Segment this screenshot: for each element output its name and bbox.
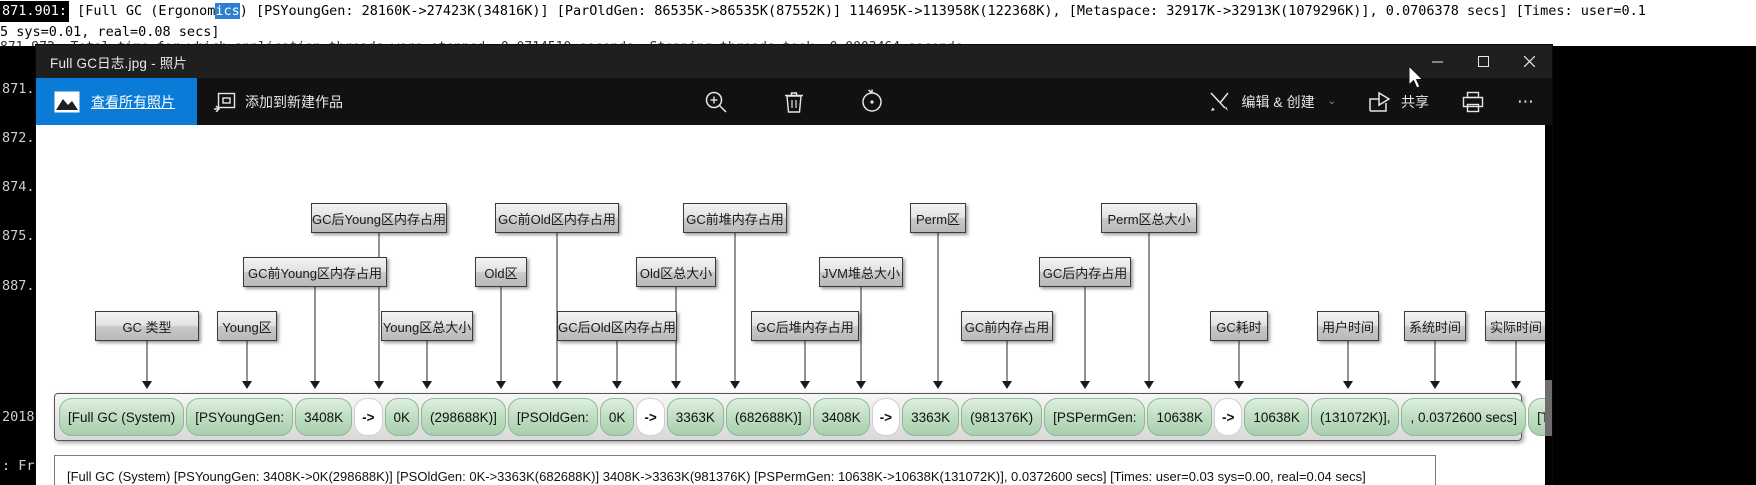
vertical-scrollbar[interactable]	[1545, 125, 1552, 485]
log-token: 10638K	[1244, 398, 1309, 436]
full-log-text-box: [Full GC (System) [PSYoungGen: 3408K->0K…	[54, 455, 1436, 485]
add-to-new-creation-label: 添加到新建作品	[245, 93, 343, 110]
edit-and-create-label: 编辑 & 创建	[1241, 93, 1315, 110]
diagram-label: Perm区总大小	[1101, 203, 1197, 233]
log-token: (298688K)]	[421, 398, 506, 436]
console-gutter-line: 2018	[2, 408, 35, 425]
log-token: 3363K	[666, 398, 724, 436]
console-gutter-line: 872.	[2, 130, 35, 147]
photos-window: Full GC日志.jpg - 照片 查看所有照片	[36, 45, 1552, 485]
log-token: 3408K	[295, 398, 353, 436]
toolbar-right-group: 编辑 & 创建 ⌄ 共享	[1192, 78, 1552, 125]
log-token: ->	[636, 398, 665, 436]
diagram-label: GC前Old区内存占用	[495, 203, 619, 233]
console-log-line-number: 871.901:	[0, 1, 70, 22]
photo-collection-icon	[54, 91, 80, 113]
edit-create-icon	[1208, 90, 1232, 114]
diagram-label: Old区总大小	[636, 257, 716, 287]
toolbar-center-tools	[36, 78, 1552, 125]
zoom-icon[interactable]	[696, 82, 736, 122]
rotate-icon[interactable]	[852, 82, 892, 122]
log-token: [PSYoungGen:	[186, 398, 294, 436]
photos-toolbar: 查看所有照片 添加到新建作品	[36, 78, 1552, 125]
diagram-label: 实际时间	[1485, 311, 1547, 341]
log-token: [PSOldGen:	[507, 398, 598, 436]
console-selection: ics	[215, 3, 240, 19]
log-token: ->	[1214, 398, 1243, 436]
diagram-label: GC耗时	[1210, 311, 1268, 341]
window-title: Full GC日志.jpg - 照片	[50, 55, 188, 71]
diagram-label: GC前堆内存占用	[683, 203, 787, 233]
log-token: 3363K	[902, 398, 960, 436]
diagram-label: GC 类型	[95, 311, 199, 341]
view-all-photos-label: 查看所有照片	[91, 93, 175, 110]
diagram-label: JVM堆总大小	[819, 257, 903, 287]
diagram-label: GC后Old区内存占用	[557, 311, 677, 341]
log-token: (131072K)],	[1310, 398, 1400, 436]
diagram-label: Young区	[217, 311, 277, 341]
share-label: 共享	[1401, 93, 1429, 110]
console-gutter-line: 871.	[2, 80, 35, 97]
more-options-button[interactable]: ⋯	[1501, 78, 1552, 125]
diagram-label: GC后Young区内存占用	[311, 203, 447, 233]
console-gutter-line: 887.	[2, 277, 35, 294]
maximize-icon	[1477, 56, 1489, 67]
photo-canvas: GC后Young区内存占用 GC前Old区内存占用 GC前堆内存占用 Perm区 Per…	[36, 125, 1552, 485]
console-top-log: 871.901: [Full GC (Ergonomics) [PSYoungG…	[0, 0, 1756, 46]
console-gutter-line: : Fr	[2, 457, 35, 474]
diagram-label: Old区	[475, 257, 527, 287]
add-to-creation-icon	[213, 91, 236, 112]
print-button[interactable]	[1445, 78, 1501, 125]
log-token: ->	[354, 398, 383, 436]
full-log-text: [Full GC (System) [PSYoungGen: 3408K->0K…	[67, 468, 1366, 484]
token-strip: [Full GC (System)[PSYoungGen:3408K->0K(2…	[54, 393, 1552, 441]
diagram-label: GC前内存占用	[961, 311, 1053, 341]
log-token: , 0.0372600 secs]	[1401, 398, 1527, 436]
minimize-icon	[1431, 61, 1443, 63]
diagram-label: GC后内存占用	[1039, 257, 1131, 287]
log-token: 3408K	[812, 398, 870, 436]
log-token: [PSPermGen:	[1044, 398, 1146, 436]
trash-icon[interactable]	[774, 82, 814, 122]
console-gutter-line: 874.	[2, 179, 35, 196]
diagram-label: GC前Young区内存占用	[243, 257, 387, 287]
minimize-button[interactable]	[1414, 45, 1460, 78]
console-gutter-line: 875.	[2, 228, 35, 245]
log-token: 0K	[599, 398, 635, 436]
log-token: 0K	[384, 398, 420, 436]
view-all-photos-button[interactable]: 查看所有照片	[36, 78, 197, 125]
scrollbar-thumb[interactable]	[1545, 380, 1552, 436]
log-token: (981376K)	[961, 398, 1043, 436]
chevron-down-icon: ⌄	[1327, 96, 1336, 107]
share-icon	[1368, 91, 1392, 113]
window-controls	[1414, 45, 1552, 78]
log-token: (682688K)]	[725, 398, 811, 436]
add-to-new-creation-button[interactable]: 添加到新建作品	[197, 78, 359, 125]
console-log-line-wrap: 5 sys=0.01, real=0.08 secs]	[0, 24, 220, 40]
diagram-label: 用户时间	[1317, 311, 1379, 341]
diagram-label: GC后堆内存占用	[751, 311, 859, 341]
print-icon	[1461, 90, 1485, 114]
log-token: 10638K	[1147, 398, 1212, 436]
connector-lines	[142, 233, 1521, 389]
close-icon	[1523, 56, 1535, 67]
console-log-line-text: [Full GC (Ergonomics) [PSYoungGen: 28160…	[69, 3, 1646, 19]
edit-and-create-button[interactable]: 编辑 & 创建 ⌄	[1192, 78, 1352, 125]
window-titlebar[interactable]: Full GC日志.jpg - 照片	[36, 45, 1552, 78]
more-icon: ⋯	[1517, 92, 1536, 111]
log-token: [Full GC (System)	[59, 398, 185, 436]
log-token: ->	[871, 398, 901, 436]
close-button[interactable]	[1506, 45, 1552, 78]
maximize-button[interactable]	[1460, 45, 1506, 78]
share-button[interactable]: 共享	[1352, 78, 1445, 125]
diagram-label: Young区总大小	[381, 311, 473, 341]
diagram-label: 系统时间	[1404, 311, 1466, 341]
diagram-label: Perm区	[910, 203, 966, 233]
